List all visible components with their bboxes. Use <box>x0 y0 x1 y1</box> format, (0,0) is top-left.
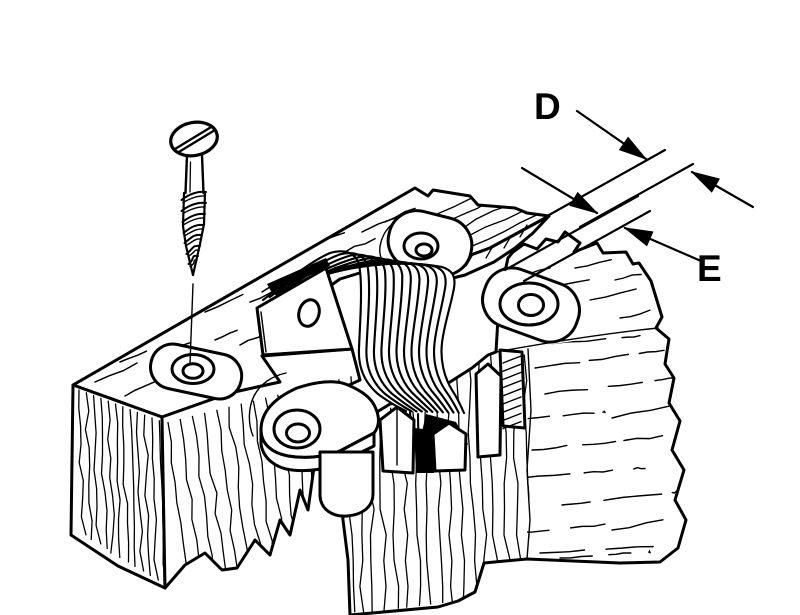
left-top-leaf-screw-hole <box>181 362 205 380</box>
screw-body <box>169 120 219 277</box>
lower-leaf-thickness <box>259 426 376 473</box>
gap-line-a1 <box>547 148 667 217</box>
bundle-root-shadow <box>267 258 330 293</box>
wood-screw <box>169 120 219 365</box>
dimension-arrows <box>520 109 755 263</box>
invisible-hinge <box>248 250 527 518</box>
gap-line-a2 <box>578 162 695 229</box>
dimension-label-d: D <box>534 86 561 127</box>
side-plate-edge-line <box>260 311 267 353</box>
lower-leaf-screw-hole <box>285 422 311 444</box>
right-board-front-grain <box>527 334 679 559</box>
right-leaf-screw-hole <box>517 293 545 317</box>
lower-leaf-mortise-arc <box>248 372 287 437</box>
slat-2 <box>431 421 468 473</box>
hinge-boss <box>318 450 375 518</box>
dimension-callouts: D E <box>503 86 755 289</box>
hinge-body-slats <box>378 362 503 475</box>
side-plate-hole <box>297 298 321 328</box>
gap-line-b2 <box>522 209 652 283</box>
slat-gap-shadow <box>414 428 434 473</box>
gap-line-b1 <box>503 194 640 272</box>
mortise-wall-hatch <box>502 355 522 430</box>
screw-leader-line <box>189 283 194 365</box>
right-board-top-front-edge <box>495 327 659 353</box>
left-board-end-grain <box>78 389 165 586</box>
upper-leaf-screw-hole <box>414 242 434 258</box>
dimension-label-e: E <box>697 248 722 289</box>
slat-3 <box>474 362 503 459</box>
